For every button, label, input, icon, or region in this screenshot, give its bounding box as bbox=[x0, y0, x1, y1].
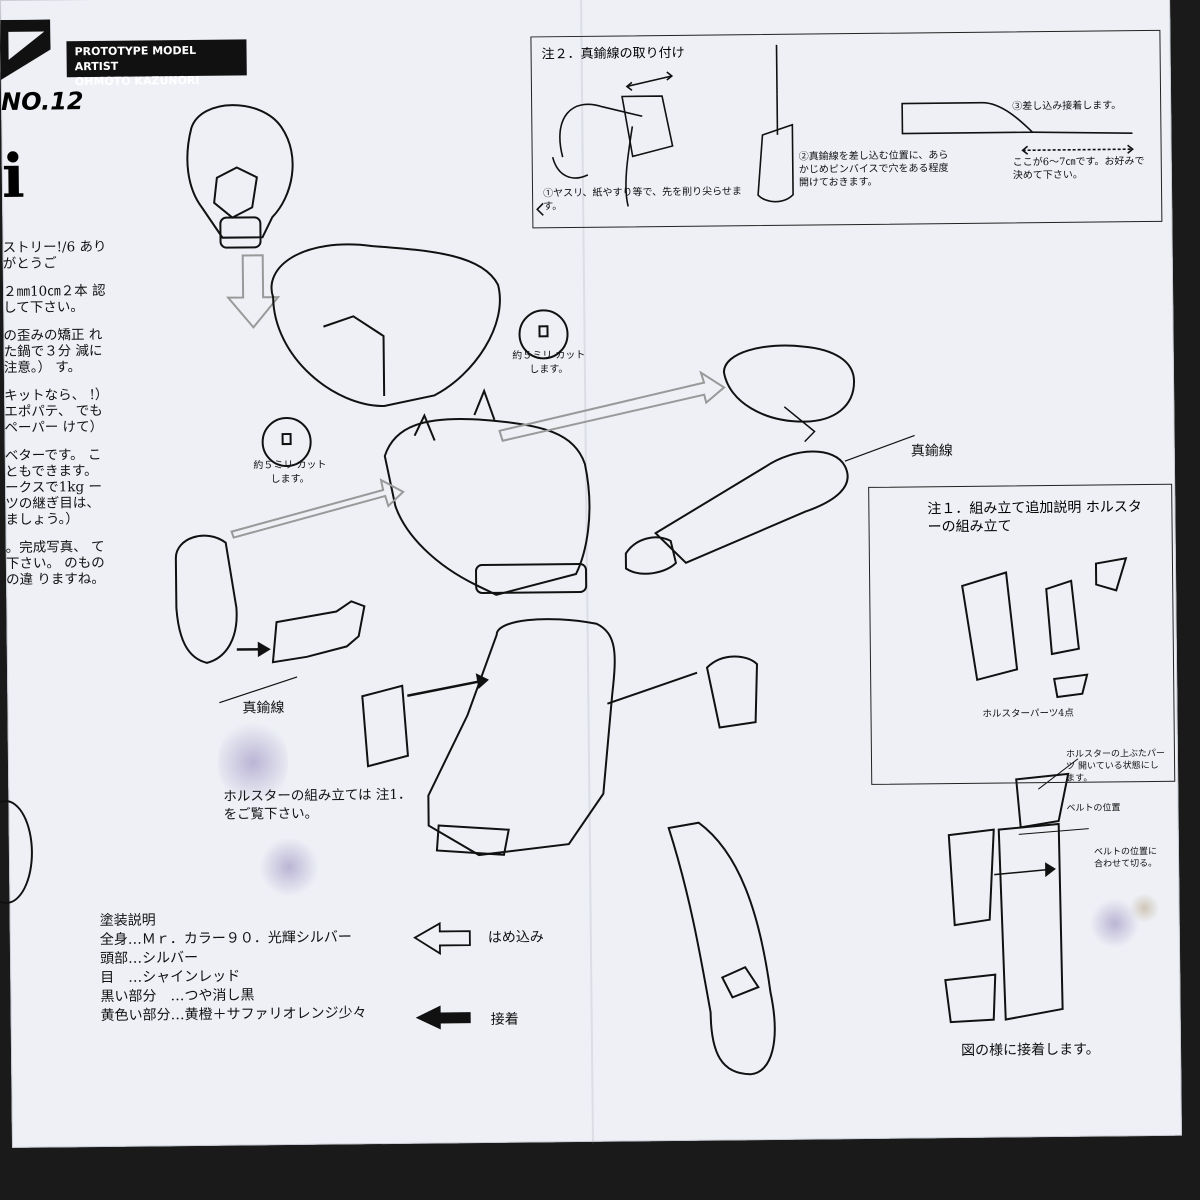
belt-position-caption: ベルトの位置 bbox=[1066, 803, 1121, 814]
painting-instructions: 塗装説明 全身…Ｍｒ．カラー９０．光輝シルバー 頭部…シルバー 目 …シャインレ… bbox=[100, 909, 367, 1026]
legend-insert-label: はめ込み bbox=[487, 929, 544, 946]
brass-wire-label-right: 真鍮線 bbox=[910, 443, 953, 460]
holster-parts-caption: ホルスターパーツ4点 bbox=[982, 707, 1074, 720]
note2-box: 注２．真鍮線の取り付け bbox=[530, 29, 1163, 229]
note1-title: 注１．組み立て追加説明 ホルスターの組み立て bbox=[927, 499, 1142, 536]
left-upper-arm bbox=[174, 534, 238, 664]
ink-stain-4 bbox=[1129, 892, 1160, 924]
note1-bottom-caption: 図の様に接着します。 bbox=[960, 1041, 1100, 1059]
holster-on-leg bbox=[361, 684, 410, 768]
pants bbox=[427, 618, 616, 857]
gun-part bbox=[271, 600, 366, 664]
cut-label-left: 約５ミリ カットします。 bbox=[253, 459, 327, 486]
maker-logo-icon bbox=[0, 19, 51, 80]
right-forearm bbox=[653, 450, 849, 565]
holster-flap-caption: ホルスターの上ぶたパーツ 開いている状態にします。 bbox=[1065, 748, 1166, 784]
paint-line-1: 全身…Ｍｒ．カラー９０．光輝シルバー bbox=[99, 929, 352, 949]
belt-fit-caption: ベルトの位置に合わせて切る。 bbox=[1093, 846, 1158, 870]
chest-armor bbox=[270, 243, 501, 407]
head-part bbox=[186, 104, 294, 239]
legend-glue-label: 接着 bbox=[490, 1011, 519, 1028]
ink-stain-2 bbox=[258, 836, 320, 898]
assembly-diagram bbox=[174, 104, 856, 1076]
instruction-sheet: PROTOTYPE MODEL ARTIST OHMOTO KAZUNORI N… bbox=[0, 0, 1182, 1148]
lower-leg bbox=[667, 821, 776, 1076]
brass-wire-label-left: 真鍮線 bbox=[242, 700, 285, 717]
right-upper-arm bbox=[722, 344, 856, 423]
ink-stain bbox=[217, 717, 289, 808]
note2-illustrations bbox=[536, 44, 1134, 216]
paint-line-5: 黄色い部分…黄橙＋サファリオレンジ少々 bbox=[100, 1005, 367, 1025]
torso bbox=[383, 418, 591, 596]
cut-label-right: 約５ミリ カットします。 bbox=[512, 349, 586, 376]
